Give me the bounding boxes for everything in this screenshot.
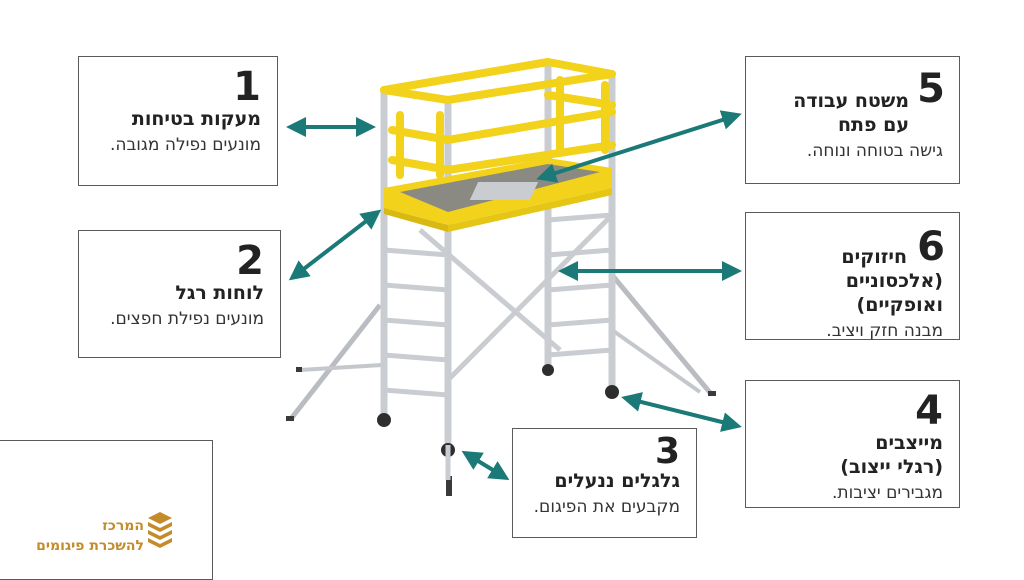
callout-subtitle: (רגלי ייצוב) — [840, 456, 943, 478]
arrow-toeboards — [288, 209, 382, 281]
arrow-platform — [536, 110, 742, 183]
callout-number: 4 — [915, 388, 943, 434]
callout-number: 6 — [917, 224, 945, 270]
logo-line-2: להשכרת פיגומים — [36, 538, 144, 554]
callout-title: משטח עבודה — [793, 90, 909, 112]
callout-description: גישה בטוחה ונוחה. — [806, 141, 943, 161]
callout-description: מבנה חזק ויציב. — [826, 321, 943, 341]
logo-panel — [0, 440, 213, 580]
logo-text: המרכז להשכרת פיגומים — [14, 516, 144, 556]
callout-description: מונעים נפילת חפצים. — [110, 309, 264, 329]
callout-title: מעקות בטיחות — [131, 108, 261, 130]
callout-number: 3 — [654, 431, 680, 472]
callout-number: 2 — [236, 238, 264, 284]
logo-line-1: המרכז — [102, 518, 144, 534]
stabilizer-right-front — [610, 273, 714, 397]
locking-wheels — [377, 364, 619, 457]
callout-stabilizers: 4 מייצבים (רגלי ייצוב) מגבירים יציבות. — [745, 380, 960, 508]
arrow-wheels — [461, 450, 510, 481]
callout-bracing: 6 חיזוקים (אלכסוניים ואופקיים) מבנה חזק … — [745, 212, 960, 341]
arrow-stabilizers — [621, 392, 742, 432]
stabilizer-left-front — [288, 303, 382, 422]
stacked-layers-icon — [148, 512, 172, 548]
callout-title: מייצבים — [875, 432, 943, 454]
stabilizer-right-back — [610, 328, 702, 394]
callout-toeboards: 2 לוחות רגל מונעים נפילת חפצים. — [78, 230, 281, 358]
callout-description: מגבירים יציבות. — [832, 483, 943, 503]
callout-subtitle: (אלכסוניים ואופקיים) — [845, 270, 943, 316]
callout-description: מקבעים את הפיגום. — [533, 497, 680, 517]
callout-number: 1 — [233, 64, 261, 110]
callout-title: חיזוקים — [841, 246, 907, 268]
callout-title: גלגלים ננעלים — [554, 470, 680, 492]
callout-description: מונעים נפילה מגובה. — [109, 135, 261, 155]
callout-subtitle: עם פתח — [837, 114, 909, 136]
callout-locking-wheels: 3 גלגלים ננעלים מקבעים את הפיגום. — [512, 428, 697, 538]
stabilizer-left-back — [299, 363, 383, 372]
callout-number: 5 — [917, 66, 945, 112]
callout-guardrails: 1 מעקות בטיחות מונעים נפילה מגובה. — [78, 56, 278, 186]
callout-work-platform: 5 משטח עבודה עם פתח גישה בטוחה ונוחה. — [745, 56, 960, 184]
guardrails — [380, 58, 616, 179]
callout-title: לוחות רגל — [175, 282, 264, 304]
